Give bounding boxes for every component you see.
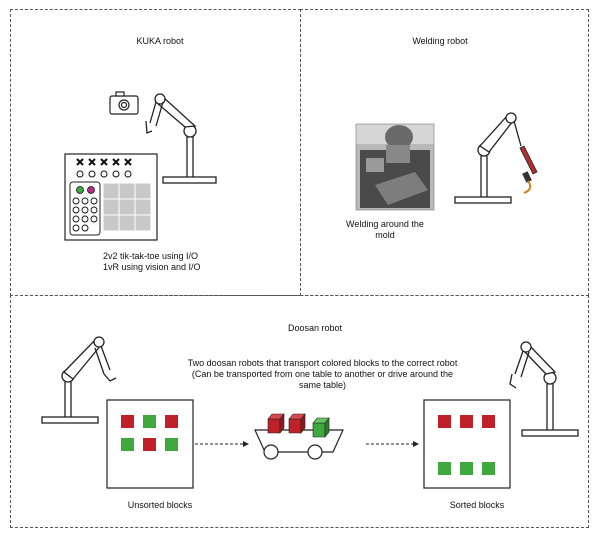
welding-caption-line1: Welding around the (346, 219, 424, 229)
unsorted-blocks-table (106, 399, 194, 489)
red-block (460, 415, 473, 428)
red-block (121, 415, 134, 428)
doosan-title: Doosan robot (287, 323, 343, 333)
doosan-desc-line3: same table) (298, 380, 347, 390)
kuka-caption-line2: 1vR using vision and I/O (103, 262, 201, 272)
welding-title: Welding robot (412, 36, 468, 46)
tic-tac-toe-board (64, 153, 158, 241)
welding-robot-arm-icon (454, 112, 522, 204)
red-block (438, 415, 451, 428)
red-block (482, 415, 495, 428)
green-block (438, 462, 451, 475)
green-block (143, 415, 156, 428)
green-block (165, 438, 178, 451)
unsorted-blocks-label: Unsorted blocks (127, 500, 193, 510)
doosan-desc-line1: Two doosan robots that transport colored… (187, 358, 458, 368)
red-block (143, 438, 156, 451)
kuka-title: KUKA robot (136, 36, 184, 46)
doosan-desc-line2: (Can be transported from one table to an… (191, 369, 454, 379)
welding-caption-line2: mold (375, 230, 395, 240)
cube-red (267, 413, 285, 434)
welding-torch-icon (519, 145, 538, 194)
sorted-blocks-table (423, 399, 511, 489)
doosan-panel (10, 295, 589, 528)
o-marks-row (76, 170, 132, 178)
game-grid (102, 182, 152, 232)
red-block (165, 415, 178, 428)
green-block (482, 462, 495, 475)
green-block (121, 438, 134, 451)
kuka-robot-arm-icon (145, 93, 217, 184)
doosan-robot-right-icon (509, 341, 579, 437)
welding-mold-photo (355, 123, 435, 211)
camera-icon (109, 91, 139, 115)
sorted-blocks-label: Sorted blocks (449, 500, 505, 510)
cube-green (312, 417, 330, 438)
keypad-controller (69, 181, 101, 236)
transport-cart (254, 413, 344, 460)
green-block (460, 462, 473, 475)
kuka-caption-line1: 2v2 tik-tak-toe using I/O (103, 251, 199, 261)
x-marks-row (76, 158, 132, 166)
cube-red (288, 413, 306, 434)
doosan-robot-left-icon (41, 336, 117, 424)
